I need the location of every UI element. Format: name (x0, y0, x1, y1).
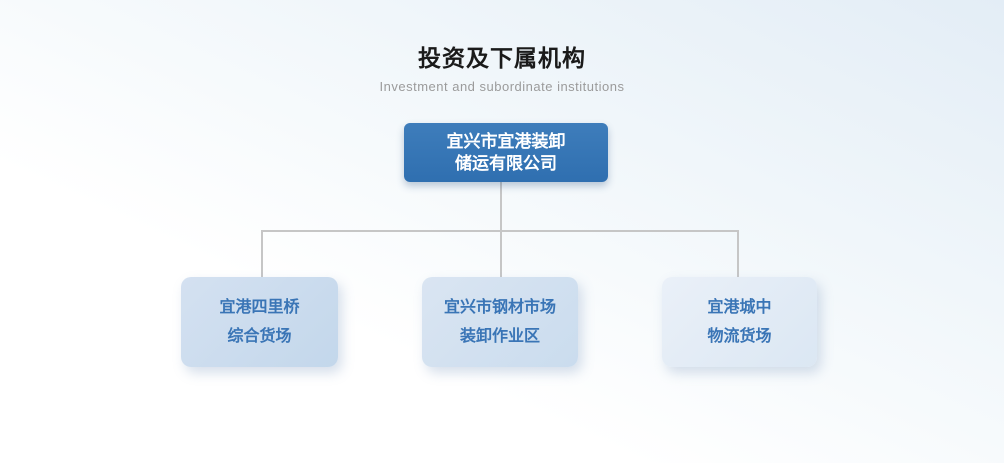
org-node-child-3-line2: 物流货场 (707, 328, 772, 345)
page-header: 投资及下属机构 Investment and subordinate insti… (0, 44, 1004, 95)
org-node-child-1: 宜港四里桥 综合货场 (181, 277, 338, 367)
org-node-child-2: 宜兴市钢材市场 装卸作业区 (422, 277, 578, 367)
org-node-root: 宜兴市宜港装卸 储运有限公司 (404, 123, 608, 182)
page-subtitle: Investment and subordinate institutions (379, 79, 625, 94)
org-node-child-3-line1: 宜港城中 (707, 299, 772, 316)
connector-root-vertical (500, 182, 502, 277)
org-node-child-2-line2: 装卸作业区 (459, 328, 540, 345)
org-node-child-3: 宜港城中 物流货场 (662, 277, 817, 367)
org-node-child-1-line2: 综合货场 (227, 328, 292, 345)
org-node-root-line2: 储运有限公司 (455, 153, 557, 173)
connector-horizontal (261, 230, 739, 232)
connector-right-vertical (737, 230, 739, 277)
org-node-root-line1: 宜兴市宜港装卸 (446, 131, 566, 151)
org-node-child-1-line1: 宜港四里桥 (219, 299, 300, 316)
org-node-child-2-line1: 宜兴市钢材市场 (443, 299, 556, 316)
page-title: 投资及下属机构 (418, 45, 586, 71)
connector-left-vertical (261, 230, 263, 277)
